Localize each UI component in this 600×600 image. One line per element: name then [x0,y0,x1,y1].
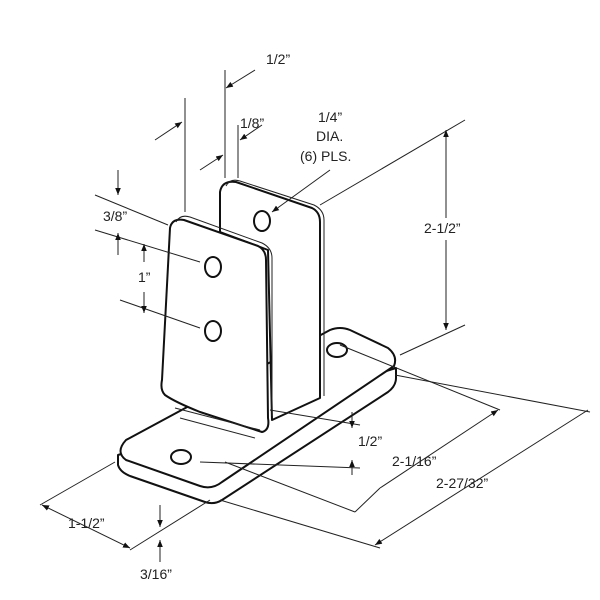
front-upright [160,215,273,439]
hole-icon [204,256,222,278]
hole-icon [204,320,222,342]
base-thickness-label: 3/16” [140,566,172,582]
slot-width-label: 1/2” [266,51,290,67]
hole-icon [170,449,192,465]
top-hole-offset-label: 3/8” [103,208,127,224]
hole-icon [253,210,271,232]
base-width-label: 1-1/2” [68,515,105,531]
hole-center-length-label: 2-1/16” [392,453,437,469]
hole-spacing-label: 1” [138,269,151,285]
base-hole-offset-label: 1/2” [358,433,382,449]
hole-count-label: (6) PLS. [300,148,351,164]
dimension-lines [39,69,591,562]
height-label: 2-1/2” [424,220,461,236]
plate-thickness-label: 1/8” [240,115,264,131]
hole-size-label: 1/4” [318,109,342,125]
hole-dia-label: DIA. [316,128,343,144]
hole-icon [326,342,348,358]
overall-length-label: 2-27/32” [436,475,488,491]
